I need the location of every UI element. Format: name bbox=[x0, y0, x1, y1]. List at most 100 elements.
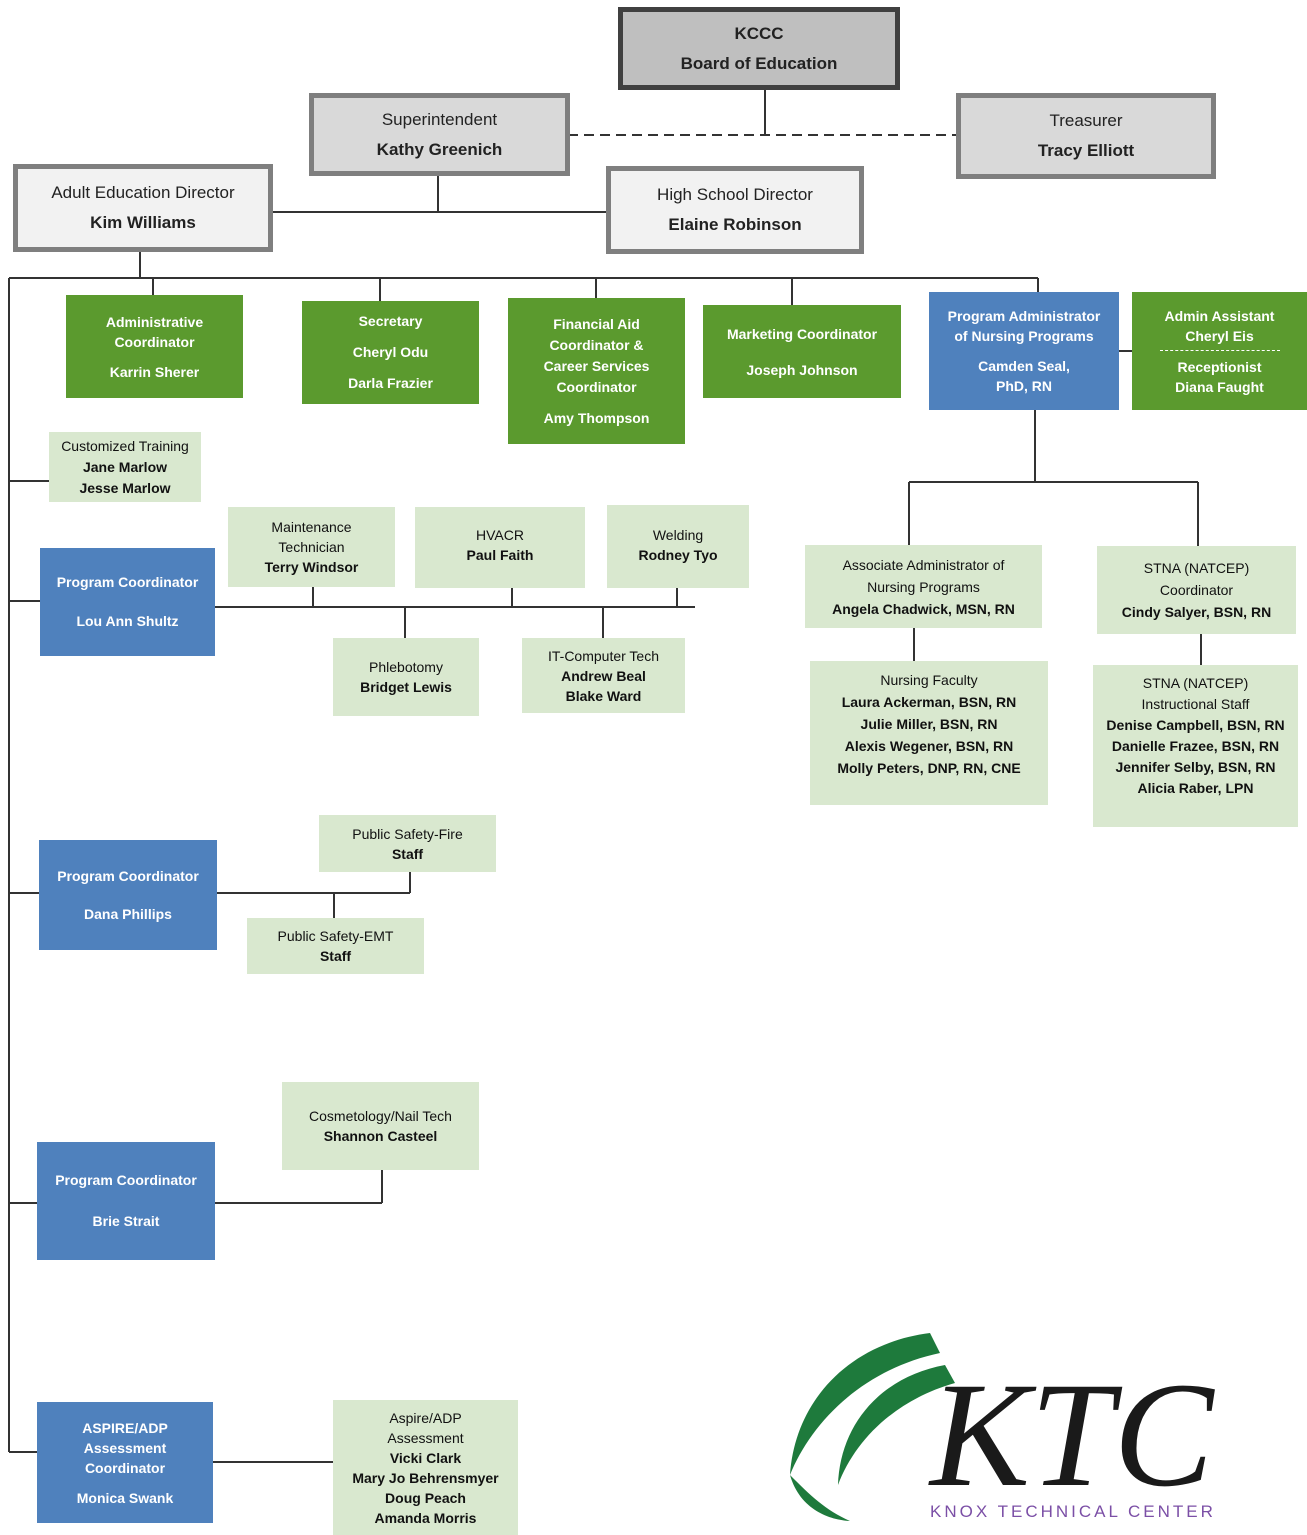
aspire-staff-line2: Assessment bbox=[387, 1429, 464, 1446]
stna-staff-line1: STNA (NATCEP) bbox=[1142, 675, 1249, 691]
faculty-member: Alexis Wegener, BSN, RN bbox=[844, 738, 1014, 754]
it-computer-tech-box: IT-Computer Tech Andrew Beal Blake Ward bbox=[522, 638, 685, 713]
secretary-box: Secretary Cheryl Odu Darla Frazier bbox=[302, 301, 479, 404]
aspire-staff-member: Amanda Morris bbox=[374, 1509, 477, 1526]
administrative-coordinator-box: Administrative Coordinator Karrin Sherer bbox=[66, 295, 243, 398]
pc1-name: Lou Ann Shultz bbox=[76, 613, 179, 629]
treasurer-title: Treasurer bbox=[1049, 111, 1123, 130]
public-safety-fire-box: Public Safety-Fire Staff bbox=[319, 815, 496, 872]
phlebotomy-title: Phlebotomy bbox=[369, 659, 443, 675]
fin-aid-line3: Career Services bbox=[543, 357, 650, 374]
maintenance-name: Terry Windsor bbox=[264, 559, 359, 575]
program-coordinator-strait-box: Program Coordinator Brie Strait bbox=[37, 1142, 215, 1260]
program-coordinator-phillips-box: Program Coordinator Dana Phillips bbox=[39, 840, 217, 950]
fin-aid-line2: Coordinator & bbox=[549, 336, 644, 353]
treasurer-box: Treasurer Tracy Elliott bbox=[956, 93, 1216, 179]
nursing-faculty-box: Nursing Faculty Laura Ackerman, BSN, RN … bbox=[810, 661, 1048, 805]
public-safety-emt-box: Public Safety-EMT Staff bbox=[247, 918, 424, 974]
marketing-name: Joseph Johnson bbox=[746, 361, 858, 378]
fin-aid-line4: Coordinator bbox=[556, 378, 637, 395]
stna-staff-member: Danielle Frazee, BSN, RN bbox=[1111, 738, 1280, 754]
fin-aid-name: Amy Thompson bbox=[543, 409, 650, 426]
divider bbox=[1159, 349, 1280, 351]
pc1-title: Program Coordinator bbox=[56, 574, 199, 590]
admin-coord-line1: Administrative bbox=[105, 313, 204, 330]
nursing-program-administrator-box: Program Administrator of Nursing Program… bbox=[929, 292, 1119, 410]
stna-staff-member: Jennifer Selby, BSN, RN bbox=[1115, 759, 1276, 775]
secretary-name-2: Darla Frazier bbox=[348, 375, 433, 391]
high-school-director-box: High School Director Elaine Robinson bbox=[606, 166, 864, 254]
hvacr-title: HVACR bbox=[476, 527, 524, 543]
custom-training-name2: Jesse Marlow bbox=[79, 479, 171, 496]
assoc-admin-name: Angela Chadwick, MSN, RN bbox=[832, 600, 1015, 617]
financial-aid-box: Financial Aid Coordinator & Career Servi… bbox=[508, 298, 685, 444]
aspire-name: Monica Swank bbox=[76, 1489, 174, 1506]
maintenance-line1: Maintenance bbox=[271, 519, 352, 535]
custom-training-title: Customized Training bbox=[61, 437, 189, 454]
program-coordinator-shultz-box: Program Coordinator Lou Ann Shultz bbox=[40, 548, 215, 656]
superintendent-title: Superintendent bbox=[381, 109, 498, 129]
adult-education-director-box: Adult Education Director Kim Williams bbox=[13, 164, 273, 252]
stna-staff-line2: Instructional Staff bbox=[1141, 696, 1250, 712]
secretary-title: Secretary bbox=[358, 313, 423, 329]
aspire-staff-member: Mary Jo Behrensmyer bbox=[352, 1469, 499, 1486]
faculty-member: Julie Miller, BSN, RN bbox=[860, 716, 998, 732]
admin-coord-name: Karrin Sherer bbox=[109, 363, 200, 380]
secretary-name-1: Cheryl Odu bbox=[352, 344, 429, 360]
aspire-assessment-staff-box: Aspire/ADP Assessment Vicki Clark Mary J… bbox=[333, 1400, 518, 1535]
marketing-title: Marketing Coordinator bbox=[726, 325, 878, 342]
stna-staff-member: Alicia Raber, LPN bbox=[1137, 780, 1254, 796]
it-tech-name2: Blake Ward bbox=[565, 687, 642, 704]
pc3-name: Brie Strait bbox=[92, 1213, 160, 1229]
high-school-name: Elaine Robinson bbox=[668, 215, 802, 234]
swoosh-icon bbox=[790, 1333, 955, 1521]
stna-coord-line2: Coordinator bbox=[1159, 582, 1234, 598]
stna-coordinator-box: STNA (NATCEP) Coordinator Cindy Salyer, … bbox=[1097, 546, 1296, 634]
hvacr-name: Paul Faith bbox=[466, 547, 534, 563]
custom-training-name1: Jane Marlow bbox=[82, 458, 168, 475]
aspire-staff-member: Vicki Clark bbox=[389, 1449, 462, 1466]
nursing-faculty-title: Nursing Faculty bbox=[880, 672, 978, 688]
marketing-coordinator-box: Marketing Coordinator Joseph Johnson bbox=[703, 305, 901, 398]
pc2-name: Dana Phillips bbox=[84, 906, 172, 922]
cosmetology-title: Cosmetology/Nail Tech bbox=[309, 1108, 452, 1124]
admin-assistant-title: Admin Assistant bbox=[1164, 307, 1275, 324]
fire-title: Public Safety-Fire bbox=[352, 825, 463, 842]
emt-title: Public Safety-EMT bbox=[277, 928, 394, 944]
aspire-staff-member: Doug Peach bbox=[385, 1489, 466, 1506]
high-school-title: High School Director bbox=[657, 185, 813, 204]
aspire-line3: Coordinator bbox=[84, 1459, 166, 1476]
associate-administrator-box: Associate Administrator of Nursing Progr… bbox=[805, 545, 1042, 628]
welding-name: Rodney Tyo bbox=[638, 547, 718, 563]
nursing-admin-name2: PhD, RN bbox=[996, 378, 1052, 394]
nursing-admin-line2: of Nursing Programs bbox=[954, 328, 1094, 344]
fin-aid-line1: Financial Aid bbox=[553, 315, 640, 332]
fire-name: Staff bbox=[391, 845, 424, 862]
it-tech-name1: Andrew Beal bbox=[561, 667, 646, 684]
maintenance-technician-box: Maintenance Technician Terry Windsor bbox=[228, 507, 395, 587]
maintenance-line2: Technician bbox=[278, 539, 345, 555]
faculty-member: Molly Peters, DNP, RN, CNE bbox=[837, 760, 1021, 776]
nursing-admin-name1: Camden Seal, bbox=[978, 358, 1070, 374]
assoc-admin-line1: Associate Administrator of bbox=[842, 556, 1005, 573]
phlebotomy-box: Phlebotomy Bridget Lewis bbox=[333, 638, 479, 716]
it-tech-title: IT-Computer Tech bbox=[547, 647, 659, 664]
hvacr-box: HVACR Paul Faith bbox=[415, 507, 585, 588]
cosmetology-name: Shannon Casteel bbox=[323, 1128, 438, 1144]
cosmetology-box: Cosmetology/Nail Tech Shannon Casteel bbox=[282, 1082, 479, 1170]
pc3-title: Program Coordinator bbox=[55, 1172, 197, 1188]
stna-coord-name: Cindy Salyer, BSN, RN bbox=[1121, 604, 1272, 620]
adult-ed-title: Adult Education Director bbox=[51, 183, 235, 202]
admin-assistant-name: Cheryl Eis bbox=[1185, 327, 1254, 344]
board-line2: Board of Education bbox=[680, 53, 838, 73]
customized-training-box: Customized Training Jane Marlow Jesse Ma… bbox=[49, 432, 201, 502]
superintendent-name: Kathy Greenich bbox=[376, 139, 503, 159]
phlebotomy-name: Bridget Lewis bbox=[360, 679, 452, 695]
assoc-admin-line2: Nursing Programs bbox=[867, 578, 980, 595]
stna-staff-member: Denise Campbell, BSN, RN bbox=[1106, 717, 1285, 733]
admin-assistant-box: Admin Assistant Cheryl Eis Receptionist … bbox=[1132, 292, 1307, 410]
welding-title: Welding bbox=[652, 527, 704, 543]
aspire-line2: Assessment bbox=[83, 1439, 167, 1456]
board-line1: KCCC bbox=[734, 23, 784, 43]
